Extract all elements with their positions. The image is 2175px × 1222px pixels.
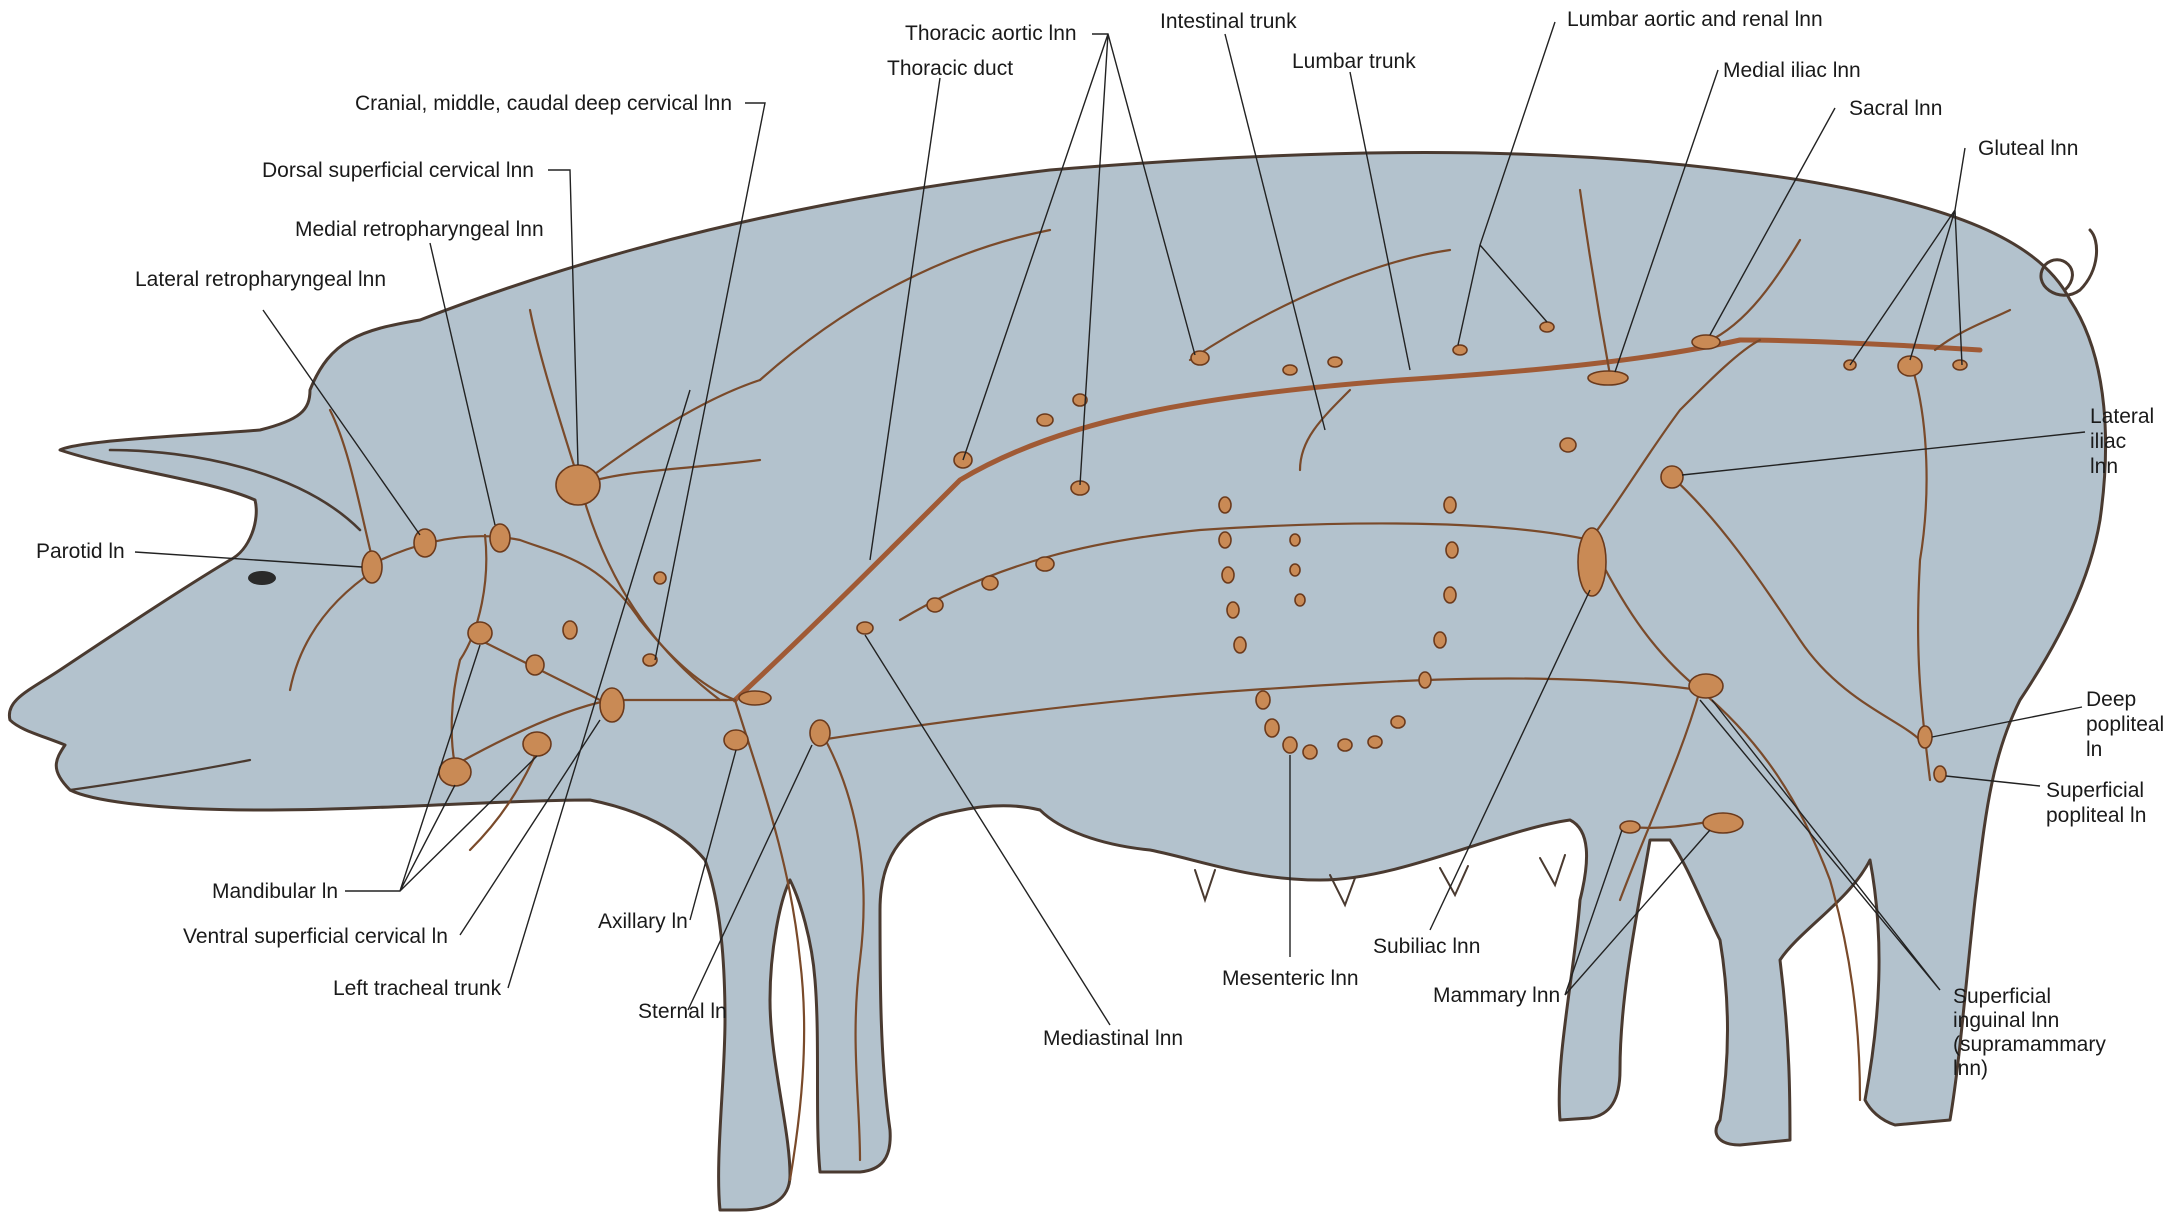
- pig-eye: [248, 571, 276, 585]
- node-medial-retropharyngeal: [490, 524, 510, 552]
- label-medial-iliac: Medial iliac lnn: [1723, 59, 1861, 82]
- label-intestinal-trunk: Intestinal trunk: [1160, 10, 1297, 33]
- label-sacral: Sacral lnn: [1849, 97, 1942, 120]
- node-mesenteric-1: [1219, 497, 1231, 513]
- label-superficial-popliteal-2: popliteal ln: [2046, 804, 2146, 827]
- node-mesenteric-18: [1290, 534, 1300, 546]
- node-mediastinal-4: [1036, 557, 1054, 571]
- node-mesenteric-3: [1222, 567, 1234, 583]
- label-lumbar-aortic-renal: Lumbar aortic and renal lnn: [1567, 8, 1823, 31]
- label-lateral-retropharyngeal: Lateral retropharyngeal lnn: [135, 268, 386, 291]
- node-parotid: [362, 551, 382, 583]
- label-superficial-popliteal-1: Superficial: [2046, 779, 2144, 802]
- label-superficial-inguinal-4: lnn): [1953, 1057, 1988, 1080]
- label-deep-popliteal-2: popliteal: [2086, 713, 2164, 736]
- node-mediastinal-2: [927, 598, 943, 612]
- node-mesenteric-9: [1303, 745, 1317, 759]
- node-thoracic-aortic-2: [1037, 414, 1053, 426]
- label-thoracic-aortic: Thoracic aortic lnn: [905, 22, 1077, 45]
- label-mammary: Mammary lnn: [1433, 984, 1560, 1007]
- node-mesenteric-19: [1290, 564, 1300, 576]
- node-tracheal-junction: [739, 691, 771, 705]
- node-subiliac: [1578, 528, 1606, 596]
- node-medial-iliac: [1588, 371, 1628, 385]
- node-cervical-3: [563, 621, 577, 639]
- label-cranial-deep-cervical: Cranial, middle, caudal deep cervical ln…: [355, 92, 732, 115]
- label-gluteal: Gluteal lnn: [1978, 137, 2078, 160]
- node-mesenteric-13: [1419, 672, 1431, 688]
- label-parotid: Parotid ln: [36, 540, 125, 563]
- node-mesenteric-12: [1391, 716, 1405, 728]
- label-mediastinal: Mediastinal lnn: [1043, 1027, 1183, 1050]
- node-cervical-4: [643, 654, 657, 666]
- node-sternal: [810, 720, 830, 746]
- node-mesenteric-14: [1434, 632, 1446, 648]
- node-mesenteric-17: [1444, 497, 1456, 513]
- node-deep-popliteal: [1918, 726, 1932, 748]
- label-dorsal-superficial-cervical: Dorsal superficial cervical lnn: [262, 159, 534, 182]
- pig-body: [9, 153, 2105, 1211]
- node-ventral-superficial-cervical: [600, 688, 624, 722]
- label-superficial-inguinal-3: (supramammary: [1953, 1033, 2106, 1056]
- node-lateral-iliac: [1661, 466, 1683, 488]
- label-lateral-iliac-2: iliac: [2090, 430, 2126, 453]
- node-mesenteric-2: [1219, 532, 1231, 548]
- node-cervical-5: [654, 572, 666, 584]
- node-dorsal-superficial-cervical: [556, 465, 600, 505]
- node-mesenteric-5: [1234, 637, 1246, 653]
- label-deep-popliteal-3: ln: [2086, 738, 2102, 761]
- label-deep-popliteal-1: Deep: [2086, 688, 2136, 711]
- label-thoracic-duct: Thoracic duct: [887, 57, 1013, 80]
- node-sacral: [1692, 335, 1720, 349]
- node-mandibular-1: [439, 758, 471, 786]
- node-mesenteric-10: [1338, 739, 1352, 751]
- node-axillary: [724, 730, 748, 750]
- node-mesenteric-11: [1368, 736, 1382, 748]
- node-cervical-1: [468, 622, 492, 644]
- label-superficial-inguinal-1: Superficial: [1953, 985, 2051, 1008]
- node-misc-3: [1953, 360, 1967, 370]
- node-thoracic-aortic-4: [1191, 351, 1209, 365]
- label-superficial-inguinal-2: inguinal lnn: [1953, 1009, 2059, 1032]
- node-lumbar-aortic-3: [1453, 345, 1467, 355]
- label-left-tracheal-trunk: Left tracheal trunk: [333, 977, 502, 1000]
- node-mesenteric-8: [1283, 737, 1297, 753]
- node-lumbar-aortic-4: [1540, 322, 1554, 332]
- node-mesenteric-20: [1295, 594, 1305, 606]
- label-subiliac: Subiliac lnn: [1373, 935, 1480, 958]
- node-superficial-inguinal: [1689, 674, 1723, 698]
- pig-silhouette: [9, 153, 2105, 1211]
- node-mesenteric-6: [1256, 691, 1270, 709]
- label-medial-retropharyngeal: Medial retropharyngeal lnn: [295, 218, 544, 241]
- node-mammary-2: [1620, 821, 1640, 833]
- node-lumbar-aortic-2: [1328, 357, 1342, 367]
- node-cervical-2: [526, 655, 544, 675]
- label-sternal: Sternal ln: [638, 1000, 727, 1023]
- node-mesenteric-16: [1446, 542, 1458, 558]
- node-mesenteric-15: [1444, 587, 1456, 603]
- node-mesenteric-4: [1227, 602, 1239, 618]
- label-ventral-superficial-cervical: Ventral superficial cervical ln: [183, 925, 448, 948]
- node-mediastinal-1: [857, 622, 873, 634]
- label-axillary: Axillary ln: [598, 910, 688, 933]
- node-lateral-retropharyngeal: [414, 529, 436, 557]
- node-mesenteric-7: [1265, 719, 1279, 737]
- node-misc-1: [1560, 438, 1576, 452]
- node-mandibular-2: [523, 732, 551, 756]
- label-mesenteric: Mesenteric lnn: [1222, 967, 1359, 990]
- label-lateral-iliac-3: lnn: [2090, 455, 2118, 478]
- node-lumbar-aortic-1: [1283, 365, 1297, 375]
- label-lumbar-trunk: Lumbar trunk: [1292, 50, 1416, 73]
- label-mandibular: Mandibular ln: [212, 880, 338, 903]
- node-mammary-1: [1703, 813, 1743, 833]
- node-mediastinal-3: [982, 576, 998, 590]
- label-lateral-iliac-1: Lateral: [2090, 405, 2154, 428]
- node-superficial-popliteal: [1934, 766, 1946, 782]
